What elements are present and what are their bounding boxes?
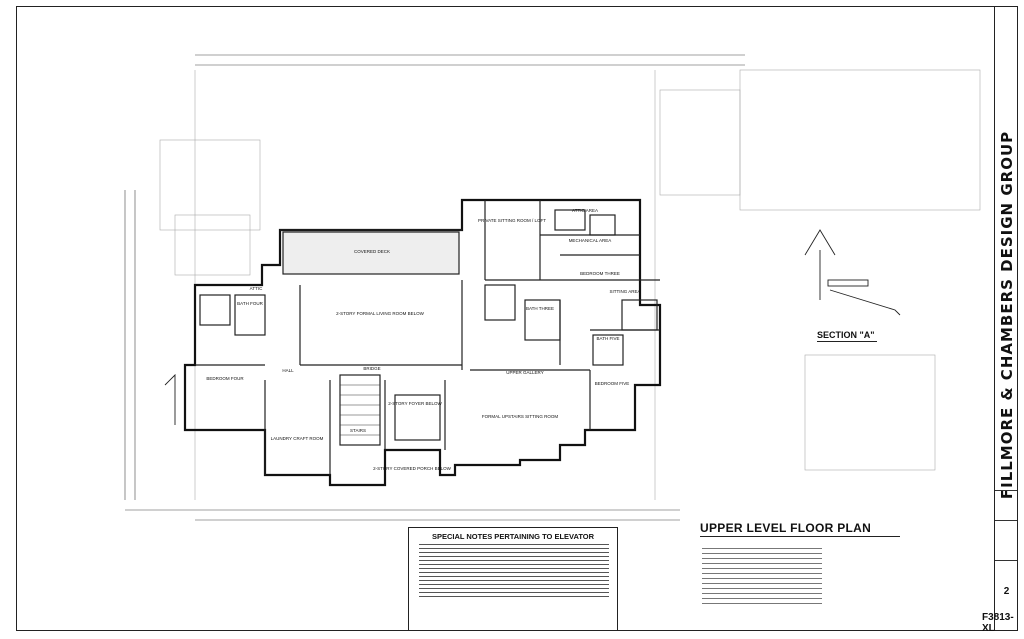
plan-title-underline bbox=[700, 536, 900, 537]
elevator-notes-box: SPECIAL NOTES PERTAINING TO ELEVATOR bbox=[408, 527, 618, 631]
title-block-cell bbox=[995, 490, 1017, 521]
laundry-label: LAUNDRY CRAFT ROOM bbox=[271, 436, 324, 441]
private-sitting-label: PRIVATE SITTING ROOM / LOFT bbox=[478, 218, 546, 223]
sitting-area-label: SITTING AREA bbox=[609, 289, 640, 294]
general-notes bbox=[702, 548, 822, 608]
bath-five-label: BATH FIVE bbox=[597, 336, 620, 341]
section-a-title: SECTION "A" bbox=[817, 330, 875, 340]
bedroom-five-label: BEDROOM FIVE bbox=[595, 381, 630, 386]
porch-label: 2-STORY COVERED PORCH BELOW bbox=[373, 466, 452, 471]
elevator-notes-text bbox=[419, 544, 609, 600]
page-number: 2 bbox=[1003, 586, 1010, 597]
bedroom-three-label: BEDROOM THREE bbox=[580, 271, 620, 276]
upper-gallery-label: UPPER GALLERY bbox=[506, 370, 543, 375]
living-room-label: 2-STORY FORMAL LIVING ROOM BELOW bbox=[336, 311, 425, 316]
foyer-label: 2-STORY FOYER BELOW bbox=[388, 401, 442, 406]
stairs-label: STAIRS bbox=[350, 428, 366, 433]
section-a-underline bbox=[817, 341, 877, 342]
title-block-cell bbox=[995, 560, 1017, 601]
bedroom-four-label: BEDROOM FOUR bbox=[206, 376, 244, 381]
plan-number: F3813-XL bbox=[982, 612, 1014, 634]
title-block bbox=[994, 6, 1018, 631]
hall-label: HALL bbox=[282, 368, 294, 373]
plan-title: UPPER LEVEL FLOOR PLAN bbox=[700, 521, 872, 535]
elevator-notes-title: SPECIAL NOTES PERTAINING TO ELEVATOR bbox=[431, 532, 595, 541]
bath-four-label: BATH FOUR bbox=[237, 301, 263, 306]
mechanical-area-label: MECHANICAL AREA bbox=[569, 238, 612, 243]
attic-label: ATTIC bbox=[250, 286, 263, 291]
title-block-cell bbox=[995, 520, 1017, 561]
bath-three-label: BATH THREE bbox=[526, 306, 554, 311]
company-name: FILLMORE & CHAMBERS DESIGN GROUP bbox=[998, 130, 1016, 500]
formal-sitting-label: FORMAL UPSTAIRS SITTING ROOM bbox=[482, 414, 559, 419]
covered-deck-label: COVERED DECK bbox=[354, 249, 390, 254]
bridge-label: BRIDGE bbox=[363, 366, 380, 371]
attic-area-label: ATTIC AREA bbox=[572, 208, 598, 213]
